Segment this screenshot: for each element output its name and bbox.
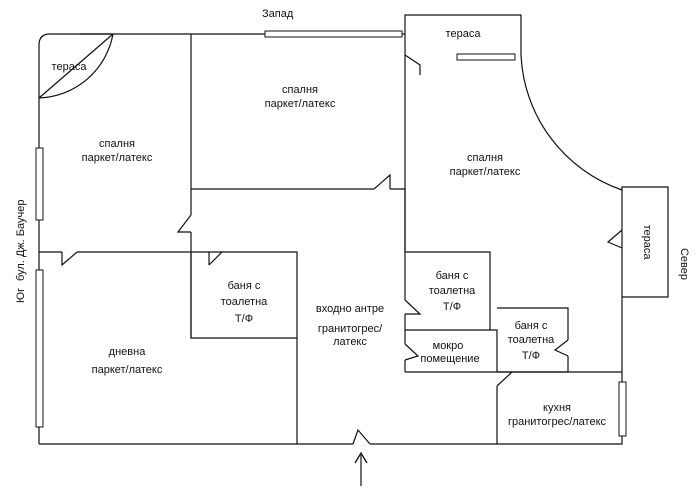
label-bedroom-right-2: паркет/латекс [450,166,521,178]
label-bath3-2: тоалетна [508,334,555,346]
walls [38,14,669,445]
compass-north: Север [678,248,690,280]
label-bath1-3: Т/Ф [235,313,253,325]
label-living-2: паркет/латекс [92,364,163,376]
label-bath3-3: Т/Ф [522,350,540,362]
window-west [264,30,403,38]
label-bath2-2: тоалетна [429,285,476,297]
label-bath3-1: баня с [515,320,548,332]
window-living [35,269,44,428]
label-bedroom-top-2: паркет/латекс [265,98,336,110]
label-hall-1: входно антре [316,303,384,315]
label-kitchen-2: гранитогрес/латекс [508,416,607,428]
label-bedroom-left-2: паркет/латекс [82,152,153,164]
doors [38,33,623,445]
label-terrace-nw: тераса [52,61,88,73]
label-terrace-top: тераса [446,28,482,40]
street-label: бул. Дж. Баучер [15,200,27,281]
label-wet-room-1: мокро [433,340,464,352]
label-bath1-2: тоалетна [221,296,268,308]
compass-south: Юг [15,288,27,303]
window-terrace-top [456,53,516,61]
label-bath2-1: баня с [436,270,469,282]
label-hall-2: гранитогрес/ [318,323,383,335]
label-living-1: дневна [109,346,147,358]
label-wet-room-2: помещение [420,353,479,365]
label-kitchen-1: кухня [543,402,571,414]
label-bath1-1: баня с [228,280,261,292]
window-bedroom-left [35,147,44,221]
window-kitchen [618,381,627,437]
label-hall-3: латекс [333,336,367,348]
entrance-arrow [354,451,368,486]
label-bath2-3: Т/Ф [443,301,461,313]
label-bedroom-right-1: спалня [467,152,503,164]
label-bedroom-top-1: спалня [282,84,318,96]
windows [35,30,627,437]
label-bedroom-left-1: спалня [99,138,135,150]
label-terrace-east: тераса [641,225,653,261]
compass-west: Запад [262,8,294,20]
